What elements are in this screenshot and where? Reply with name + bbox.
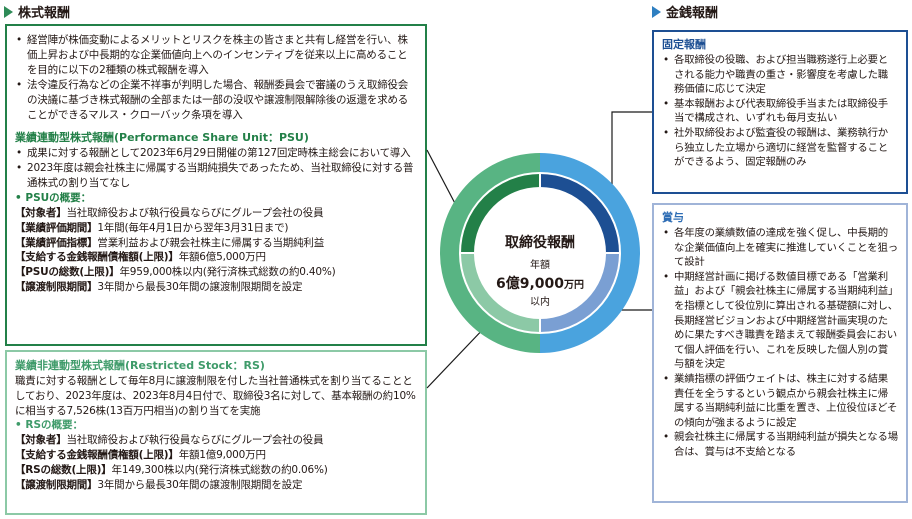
list-item: 法令違反行為などの企業不祥事が判明した場合、報酬委員会で審議のうえ取締役会の決議… (15, 78, 417, 123)
stock-compensation-heading: 株式報酬 (4, 2, 70, 21)
psu-item: 【譲渡制限期間】3年間から最長30年間の譲渡制限期間を設定 (15, 280, 303, 293)
list-item: 2023年度は親会社株主に帰属する当期純損失であったため、当社取締役に対する普通… (15, 161, 417, 191)
triangle-marker-icon (652, 5, 661, 18)
outer-ring-stock (440, 153, 540, 353)
fixed-bullet-list: 各取締役の役職、および担当職務遂行上必要とされる能力や職責の重さ・影響度を考慮し… (662, 53, 898, 170)
list-item: 業績指標の評価ウェイトは、株主に対する結果責任を全うするという観点から親会社株主… (662, 372, 898, 430)
list-item: 各取締役の役職、および担当職務遂行上必要とされる能力や職責の重さ・影響度を考慮し… (662, 53, 898, 97)
psu-item: 【支給する金銭報酬債権額(上限)】年額6億5,000万円 (15, 251, 266, 264)
psu-title: 業績連動型株式報酬(Performance Share Unit：PSU) (15, 131, 309, 144)
rs-description: 職責に対する報酬として毎年8月に譲渡制限を付した当社普通株式を割り当てることとし… (15, 375, 416, 417)
rs-title: 業績非連動型株式報酬(Restricted Stock：RS) (15, 359, 265, 372)
bonus-title: 賞与 (662, 211, 684, 224)
list-item: 中期経営計画に掲げる数値目標である「営業利益」および「親会社株主に帰属する当期純… (662, 270, 898, 372)
list-item: 基本報酬および代表取締役手当または取締役手当で構成され、いずれも毎月支払い (662, 97, 898, 126)
center-title: 取締役報酬 (505, 235, 575, 251)
list-item: 社外取締役および監査役の報酬は、業務執行から独立した立場から適切に経営を監督する… (662, 126, 898, 170)
psu-item: 【PSUの総数(上限)】年959,000株以内(発行済株式総数の約0.40%) (15, 266, 336, 279)
stock-intro-list: 経営陣が株価変動によるメリットとリスクを株主の皆さまと共有し経営を行い、株価上昇… (15, 33, 417, 123)
psu-overview-items: 【対象者】当社取締役および執行役員ならびにグループ会社の役員 【業績評価期間】1… (15, 206, 417, 295)
psu-item: 【業績評価期間】1年間(毎年4月1日から翌年3月31日まで) (15, 221, 289, 234)
psu-item: 【業績評価指標】営業利益および親会社株主に帰属する当期純利益 (15, 236, 325, 249)
donut-graphic (440, 153, 640, 353)
fixed-compensation-box: 固定報酬 各取締役の役職、および担当職務遂行上必要とされる能力や職責の重さ・影響… (652, 30, 908, 194)
bonus-bullet-list: 各年度の業績数値の達成を強く促し、中長期的な企業価値向上を確実に推進していくこと… (662, 226, 898, 460)
inner-ring-bonus (540, 253, 620, 333)
center-subtitle: 年額 (530, 260, 550, 271)
list-item: 経営陣が株価変動によるメリットとリスクを株主の皆さまと共有し経営を行い、株価上昇… (15, 33, 417, 78)
list-item: 各年度の業績数値の達成を強く促し、中長期的な企業価値向上を確実に推進していくこと… (662, 226, 898, 270)
psu-bullet-list: 成果に対する報酬として2023年6月29日開催の第127回定時株主総会において導… (15, 146, 417, 191)
rs-item: 【対象者】当社取締役および執行役員ならびにグループ会社の役員 (15, 434, 324, 447)
rs-item: 【支給する金銭報酬債権額(上限)】年額1億9,000万円 (15, 449, 266, 462)
list-item: 親会社株主に帰属する当期純利益が損失となる場合は、賞与は不支給となる (662, 430, 898, 459)
psu-overview-label: PSUの概要： (15, 191, 417, 206)
stock-compensation-box: 経営陣が株価変動によるメリットとリスクを株主の皆さまと共有し経営を行い、株価上昇… (5, 24, 427, 346)
cash-compensation-heading: 金銭報酬 (652, 2, 718, 21)
director-compensation-donut: 取締役報酬 年額 6億9,000万円 以内 (437, 150, 643, 356)
center-amount: 6億9,000万円 (495, 276, 585, 292)
rs-overview-label: RSの概要： (15, 418, 417, 433)
rs-item: 【譲渡制限期間】3年間から最長30年間の譲渡制限期間を設定 (15, 478, 303, 491)
bonus-box: 賞与 各年度の業績数値の達成を強く促し、中長期的な企業価値向上を確実に推進してい… (652, 203, 908, 503)
center-tail: 以内 (530, 297, 550, 308)
triangle-marker-icon (4, 5, 13, 18)
inner-ring-rs (460, 253, 540, 333)
list-item: 成果に対する報酬として2023年6月29日開催の第127回定時株主総会において導… (15, 146, 417, 161)
restricted-stock-box: 業績非連動型株式報酬(Restricted Stock：RS) 職責に対する報酬… (5, 350, 427, 515)
inner-ring-psu (460, 173, 540, 253)
stock-heading-label: 株式報酬 (18, 6, 71, 21)
donut-center (475, 188, 605, 318)
fixed-title: 固定報酬 (662, 38, 706, 51)
psu-item: 【対象者】当社取締役および執行役員ならびにグループ会社の役員 (15, 207, 324, 219)
cash-heading-label: 金銭報酬 (666, 6, 719, 21)
rs-overview-items: 【対象者】当社取締役および執行役員ならびにグループ会社の役員 【支給する金銭報酬… (15, 433, 417, 492)
outer-ring-cash (540, 153, 640, 353)
inner-ring-fixed (540, 173, 620, 253)
rs-item: 【RSの総数(上限)】年149,300株以内(発行済株式総数の約0.06%) (15, 463, 328, 476)
